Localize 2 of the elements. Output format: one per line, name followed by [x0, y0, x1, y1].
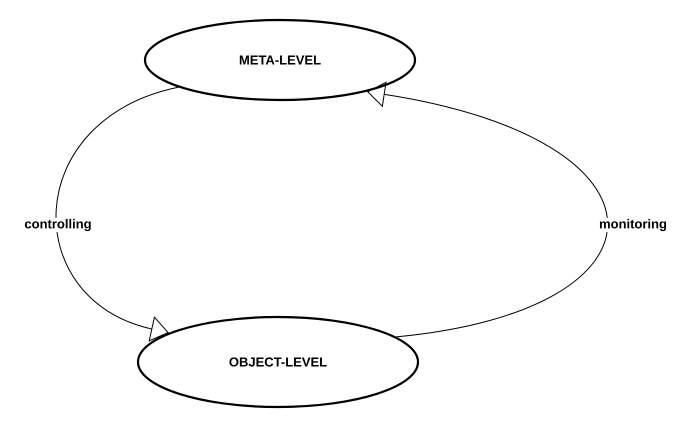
edge-label: monitoring [600, 218, 666, 232]
edge-label: controlling [24, 218, 91, 232]
